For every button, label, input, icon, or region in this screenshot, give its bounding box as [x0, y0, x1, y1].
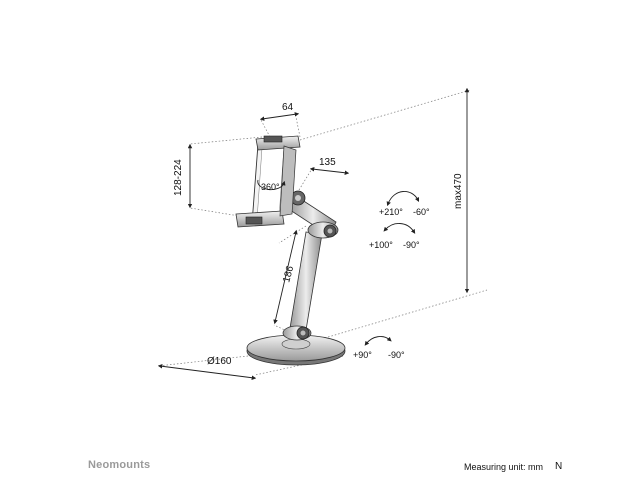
tablet-holder	[235, 135, 301, 228]
mid-joint-minus-label: -90°	[403, 240, 420, 250]
holder-width-label: 64	[282, 102, 294, 113]
rotation-arrow-top-joint	[386, 191, 420, 207]
middle-joint	[307, 221, 339, 239]
arm-reach-label: 135	[319, 157, 336, 168]
arm-length-label: 186	[281, 264, 296, 283]
corner-brand-mark: N	[555, 461, 563, 472]
rotation-arrow-base-joint	[364, 336, 392, 346]
measuring-unit-note: Measuring unit: mm	[464, 462, 544, 472]
max-height-label: max470	[453, 173, 464, 209]
base-joint-minus-label: -90°	[388, 350, 405, 360]
brand-logo: Neomounts	[88, 459, 151, 471]
dimension-lines	[157, 87, 470, 380]
rotation-arrow-mid-joint	[383, 223, 416, 234]
rotation-arrow-holder	[257, 179, 286, 191]
holder-height-label: 128-224	[173, 159, 184, 196]
top-joint	[290, 190, 306, 206]
top-joint-minus-label: -60°	[413, 207, 430, 217]
lower-arm	[289, 231, 323, 331]
base-joint	[282, 325, 312, 341]
base-diameter-label: Ø160	[207, 356, 232, 367]
mid-joint-plus-label: +100°	[369, 240, 393, 250]
base-plate	[246, 334, 346, 366]
top-joint-plus-label: +210°	[379, 207, 403, 217]
holder-rotation-label: 360°	[261, 182, 280, 192]
base-joint-plus-label: +90°	[353, 350, 372, 360]
